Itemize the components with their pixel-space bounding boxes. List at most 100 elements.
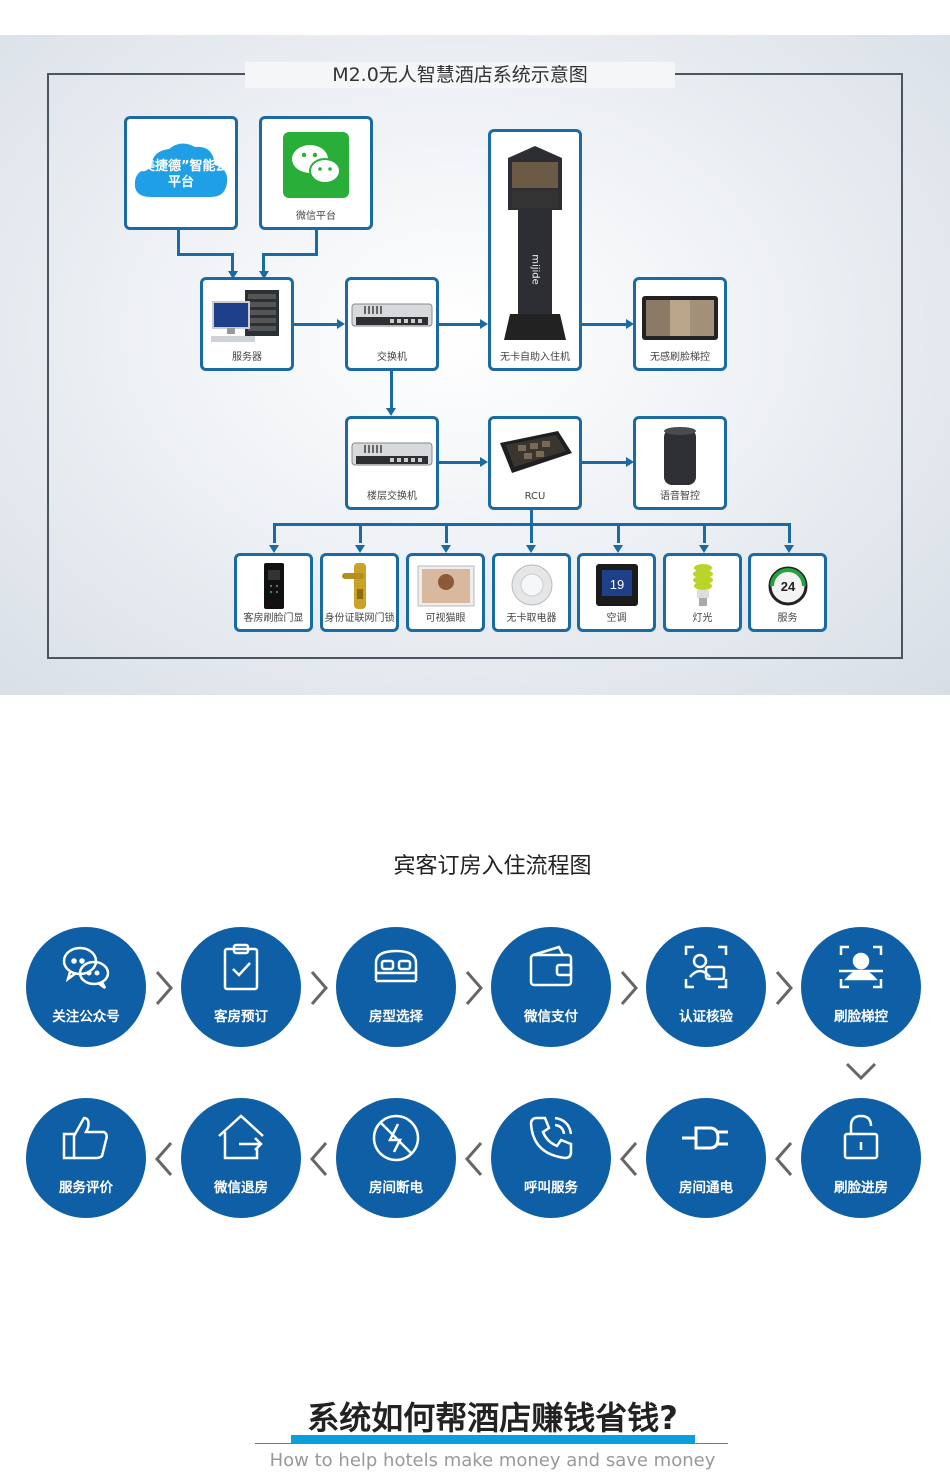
smart-speaker-icon [664,427,696,485]
wire [390,369,393,409]
flow-step-label: 刷脸梯控 [834,1009,888,1025]
kiosk-node: mijide 无卡自助入住机 [488,129,582,371]
wire [177,229,180,254]
flow-step-room-booking: 客房预订 [181,927,301,1047]
flow-step-label: 刷脸进房 [834,1180,888,1196]
flow-step-label: 认证核验 [679,1009,733,1025]
face-panel-icon [642,296,718,340]
heading-accent-bar [291,1435,695,1443]
floor-switch-label: 楼层交换机 [367,491,417,502]
arrow [626,319,634,329]
peephole-node: 可视猫眼 [406,553,485,632]
unlock-icon [843,1114,879,1160]
face-scan-icon [839,945,883,989]
arrow [259,271,269,279]
service-label: 服务 [777,613,798,624]
wire [315,229,318,254]
flow-step-call-service: 呼叫服务 [491,1098,611,1218]
face-elevator-label: 无感刷脸梯控 [650,352,710,363]
chevron-left-icon [775,1142,793,1176]
door-display-icon [263,563,284,609]
arrow [526,545,536,553]
section-subheading: How to help hotels make money and save m… [269,1450,716,1471]
flow-step-rating: 服务评价 [26,1098,146,1218]
wire [530,507,533,524]
rcu-label: RCU [524,491,546,502]
arrow [441,545,451,553]
chevron-right-icon [465,971,483,1005]
floor-switch-node: 楼层交换机 [345,416,439,510]
thermostat-icon: 19 [595,564,638,606]
flow-step-label: 微信退房 [214,1180,268,1196]
arrow [337,319,345,329]
thumbs-up-icon [62,1116,108,1160]
self-checkin-kiosk-icon [504,146,566,340]
rcu-node: RCU [488,416,582,510]
door-lock-label: 身份证联网门锁 [324,613,395,624]
chevron-down-icon [845,1062,877,1081]
flow-step-label: 房型选择 [369,1009,423,1025]
service-node: 24 服务 [748,553,827,632]
wire [231,253,234,273]
voice-control-label: 语音智控 [660,491,700,502]
face-elevator-node: 无感刷脸梯控 [633,277,727,371]
chevron-left-icon [310,1142,328,1176]
flow-step-power-on: 房间通电 [646,1098,766,1218]
door-lock-icon [341,563,366,609]
server-label: 服务器 [232,352,262,363]
cloud-icon [134,143,228,197]
wire [581,461,626,464]
plug-icon [682,1126,728,1150]
wire [438,323,480,326]
door-lock-node: 身份证联网门锁 [320,553,399,632]
wire [617,523,620,543]
flow-step-label: 房间通电 [679,1180,733,1196]
flow-step-label: 呼叫服务 [524,1180,578,1196]
wire [438,461,480,464]
id-card-icon [684,945,728,989]
wechat-icon [283,132,349,198]
wire [445,523,448,543]
door-display-node: 客房刷脸门显 [234,553,313,632]
section-heading: 系统如何帮酒店赚钱省钱? [307,1399,678,1437]
wire [262,253,318,256]
flow-step-wechat-pay: 微信支付 [491,927,611,1047]
wire [359,523,362,543]
chevron-right-icon [775,971,793,1005]
wire [530,523,533,543]
flow-step-face-entry: 刷脸进房 [801,1098,921,1218]
wire [293,323,338,326]
air-conditioner-node: 19 空调 [577,553,656,632]
flow-title: 宾客订房入住流程图 [393,854,592,879]
arrow [228,271,238,279]
cloud-platform-label: “美捷德”智能云平台 [133,159,229,190]
service-24h-icon: 24 [768,566,807,606]
lighting-node: 灯光 [663,553,742,632]
kiosk-label: 无卡自助入住机 [500,352,570,363]
flow-step-label: 关注公众号 [52,1009,120,1025]
heading-divider [255,1443,728,1444]
system-diagram-title: M2.0无人智慧酒店系统示意图 [245,62,675,88]
video-peephole-icon [417,565,474,607]
power-switch-icon [511,564,552,606]
wire [788,523,791,543]
chevron-right-icon [155,971,173,1005]
arrow [269,545,279,553]
chevron-right-icon [620,971,638,1005]
flow-step-label: 微信支付 [524,1009,578,1025]
service-badge-text: 24 [780,579,795,594]
server-icon [211,290,279,342]
network-switch-icon [351,303,433,327]
kiosk-brand: mijide [529,254,541,285]
door-display-label: 客房刷脸门显 [243,613,304,624]
cloud-platform-node: “美捷德”智能云平台 [124,116,238,230]
arrow [355,545,365,553]
arrow [784,545,794,553]
arrow [480,457,488,467]
arrow [699,545,709,553]
server-node: 服务器 [200,277,294,371]
chevron-left-icon [465,1142,483,1176]
no-power-icon [372,1114,420,1162]
voice-control-node: 语音智控 [633,416,727,510]
peephole-label: 可视猫眼 [425,613,466,624]
